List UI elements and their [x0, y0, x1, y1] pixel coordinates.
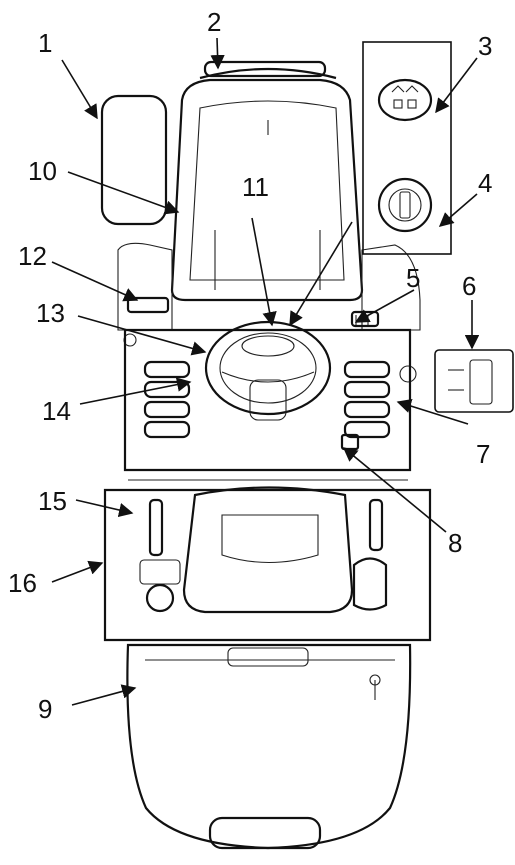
right-vents	[345, 362, 389, 437]
left-vents	[145, 362, 189, 437]
callout-16: 16	[8, 568, 37, 598]
callout-2: 2	[207, 7, 221, 37]
callout-labels: 1 2 3 4 5 6 7 8 9 10 11 12 13 14 15 16	[8, 7, 492, 724]
callout-10: 10	[28, 156, 57, 186]
engine-cover	[184, 488, 352, 613]
inset-panel-6	[435, 350, 513, 412]
callout-3: 3	[478, 31, 492, 61]
callout-7: 7	[476, 439, 490, 469]
inset-switch-panel	[363, 42, 451, 254]
dashboard	[125, 330, 410, 470]
callout-14: 14	[42, 396, 71, 426]
callout-9: 9	[38, 694, 52, 724]
callout-1: 1	[38, 28, 52, 58]
leader-arrows	[52, 38, 477, 705]
callout-12: 12	[18, 241, 47, 271]
callout-6: 6	[462, 271, 476, 301]
callout-11: 11	[242, 172, 269, 202]
callout-4: 4	[478, 168, 492, 198]
callout-15: 15	[38, 486, 67, 516]
callout-13: 13	[36, 298, 65, 328]
callout-8: 8	[448, 528, 462, 558]
callout-5: 5	[406, 263, 420, 293]
